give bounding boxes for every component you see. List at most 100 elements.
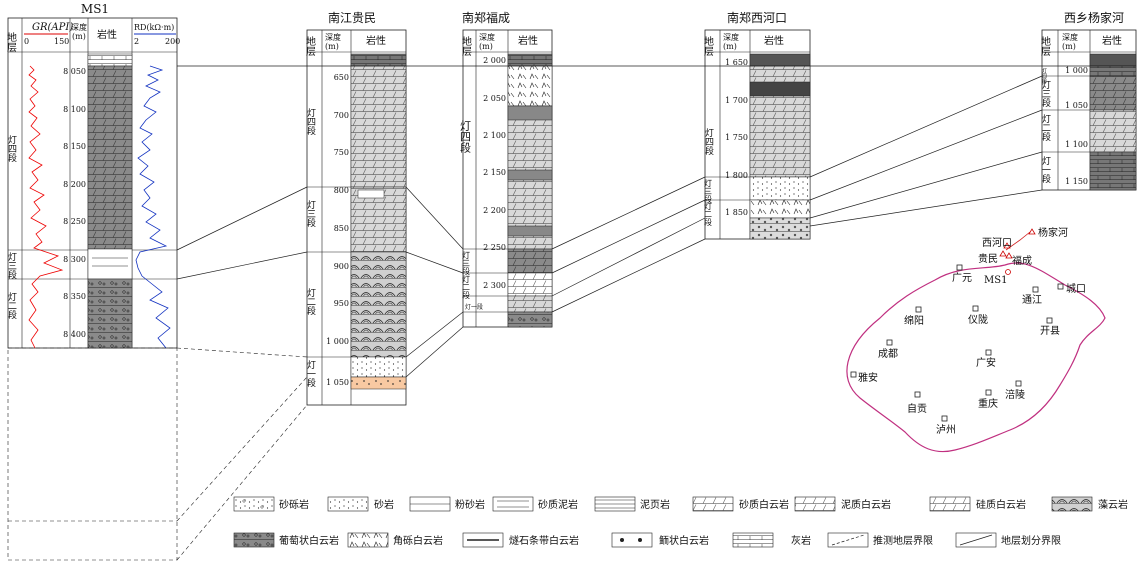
- map-well-label: 杨家河: [1038, 226, 1068, 239]
- city-marker-icon: [915, 306, 922, 313]
- legend-item: 灰岩: [732, 532, 811, 548]
- depth-label: 650: [334, 73, 349, 82]
- map-well-label: 贵民: [978, 252, 998, 265]
- legend-label: 砂质泥岩: [538, 498, 578, 511]
- location-map: 广元 通江 城口 绵阳 仪陇 开县 成都 广安 雅安 重庆 涪陵 自贡 泸州 西…: [846, 226, 1106, 453]
- ms1-stratum-dz2: 灯二段: [6, 292, 17, 320]
- hdr-lith: 岩性: [366, 34, 386, 47]
- hdr-strata: 地层: [304, 35, 316, 57]
- legend-label: 灰岩: [791, 534, 811, 547]
- depth-label: 1 800: [725, 171, 748, 180]
- depth-label: 1 750: [725, 133, 748, 142]
- map-well-label: 福成: [1012, 254, 1032, 267]
- legend-item: 藻云岩: [1051, 496, 1128, 512]
- hdr-strata: 地层: [460, 35, 472, 57]
- ms1-depth-labels: 8 050 8 100 8 150 8 200 8 250 8 300 8 35…: [63, 67, 86, 339]
- map-city-label: 城口: [1066, 283, 1086, 295]
- hdr-depth: 深度: [1062, 32, 1078, 42]
- depth-label: 8 050: [63, 67, 86, 76]
- map-well-label: MS1: [984, 275, 1007, 286]
- legend-label: 泥页岩: [640, 498, 670, 511]
- depth-label: 800: [334, 186, 349, 195]
- legend: 砂砾岩 砂岩 粉砂岩 砂质泥岩 泥页岩 砂质白云岩 泥质白云岩: [233, 496, 1128, 548]
- depth-label: 8 300: [63, 255, 86, 264]
- map-well-markers: [999, 228, 1036, 275]
- nanjiang-stratum-dz1: 灯一段: [305, 360, 316, 388]
- hdr-lith: 岩性: [764, 34, 784, 47]
- city-marker-icon: [985, 349, 992, 356]
- hdr-lith: 岩性: [1102, 34, 1122, 47]
- city-marker-icon: [1015, 380, 1022, 387]
- city-marker-icon: [850, 371, 857, 378]
- hdr-rd: RD(kΩ·m): [134, 23, 174, 32]
- hdr-strata: 地层: [5, 31, 17, 53]
- hdr-depth-unit: (m): [325, 42, 339, 51]
- legend-item: 泥页岩: [594, 496, 670, 512]
- xihekou-stratum-dz3: 灯三段: [704, 178, 713, 204]
- city-marker-icon: [1046, 317, 1053, 324]
- map-city-label: 开县: [1040, 325, 1060, 337]
- map-well-label: 西河口: [982, 237, 1012, 249]
- xihekou-depth-labels: 1 650 1 700 1 750 1 800 1 850: [725, 58, 748, 217]
- nanjiang-stratum-dz4: 灯四段: [305, 108, 316, 136]
- depth-label: 8 150: [63, 142, 86, 151]
- depth-label: 8 250: [63, 217, 86, 226]
- well-marker-icon: [1003, 242, 1011, 249]
- hdr-gr: GR(API): [32, 22, 73, 33]
- depth-label: 1 100: [1065, 140, 1088, 149]
- depth-label: 1 000: [326, 337, 349, 346]
- xihekou-stratum-dz2: 灯二段: [704, 201, 713, 227]
- depth-label: 2 300: [483, 281, 506, 290]
- legend-label: 粉砂岩: [455, 498, 485, 511]
- depth-label: 8 100: [63, 105, 86, 114]
- depth-label: 2 200: [483, 206, 506, 215]
- legend-label: 角砾白云岩: [393, 534, 443, 547]
- well-title: 南郑福成: [462, 10, 510, 25]
- map-city-label: 重庆: [978, 397, 998, 410]
- hdr-strata: 地层: [702, 35, 714, 57]
- legend-item: 角砾白云岩: [347, 532, 443, 548]
- rd-max: 200: [165, 37, 180, 46]
- legend-label: 藻云岩: [1098, 498, 1128, 511]
- fucheng-stratum-dz3: 灯三段: [462, 250, 471, 276]
- city-marker-icon: [914, 391, 921, 398]
- legend-item: 推测地层界限: [827, 532, 933, 548]
- city-marker-icon: [972, 305, 979, 312]
- legend-label: 砂砾岩: [279, 498, 309, 511]
- depth-label: 900: [334, 262, 349, 271]
- well-marker-icon: [1005, 269, 1011, 275]
- legend-label: 硅质白云岩: [976, 498, 1026, 511]
- legend-item: 砂质白云岩: [692, 496, 789, 512]
- legend-item: 葡萄状白云岩: [233, 532, 339, 548]
- rd-min: 2: [134, 37, 139, 46]
- legend-item: 砂岩: [327, 496, 394, 512]
- depth-label: 1 150: [1065, 177, 1088, 186]
- fucheng-stratum-dz2: 灯二段: [462, 274, 471, 300]
- fucheng-stratum-dz4: 灯四段: [459, 120, 472, 154]
- depth-label: 1 000: [1065, 66, 1088, 75]
- hdr-depth: 深度: [479, 32, 495, 42]
- map-city-label: 泸州: [936, 424, 956, 436]
- depth-label: 950: [334, 299, 349, 308]
- hdr-lith: 岩性: [97, 28, 117, 41]
- legend-label: 燧石条带白云岩: [509, 534, 579, 547]
- city-marker-icon: [956, 264, 963, 271]
- depth-label: 2 050: [483, 94, 506, 103]
- city-marker-icon: [886, 339, 893, 346]
- inferred-lines: [176, 347, 308, 561]
- depth-label: 2 150: [483, 168, 506, 177]
- depth-label: 8 350: [63, 292, 86, 301]
- well-ms1: MS1 地层 GR(API) 0 150 深度 (m) 岩性 RD(kΩ·m) …: [5, 2, 180, 561]
- legend-label: 泥质白云岩: [841, 498, 891, 511]
- depth-label: 2 250: [483, 243, 506, 252]
- nanjiang-stratum-dz3: 灯三段: [305, 200, 316, 228]
- hdr-depth: 深度: [723, 32, 739, 42]
- fucheng-stratum-dz1: 灯一段: [465, 303, 483, 311]
- city-marker-icon: [1032, 286, 1039, 293]
- legend-item: 硅质白云岩: [929, 496, 1026, 512]
- fucheng-depth-labels: 2 000 2 050 2 100 2 150 2 200 2 250 2 30…: [483, 56, 506, 290]
- hdr-depth-unit: (m): [72, 32, 86, 41]
- well-marker-icon: [1028, 228, 1036, 235]
- well-marker-icon: [1005, 252, 1013, 259]
